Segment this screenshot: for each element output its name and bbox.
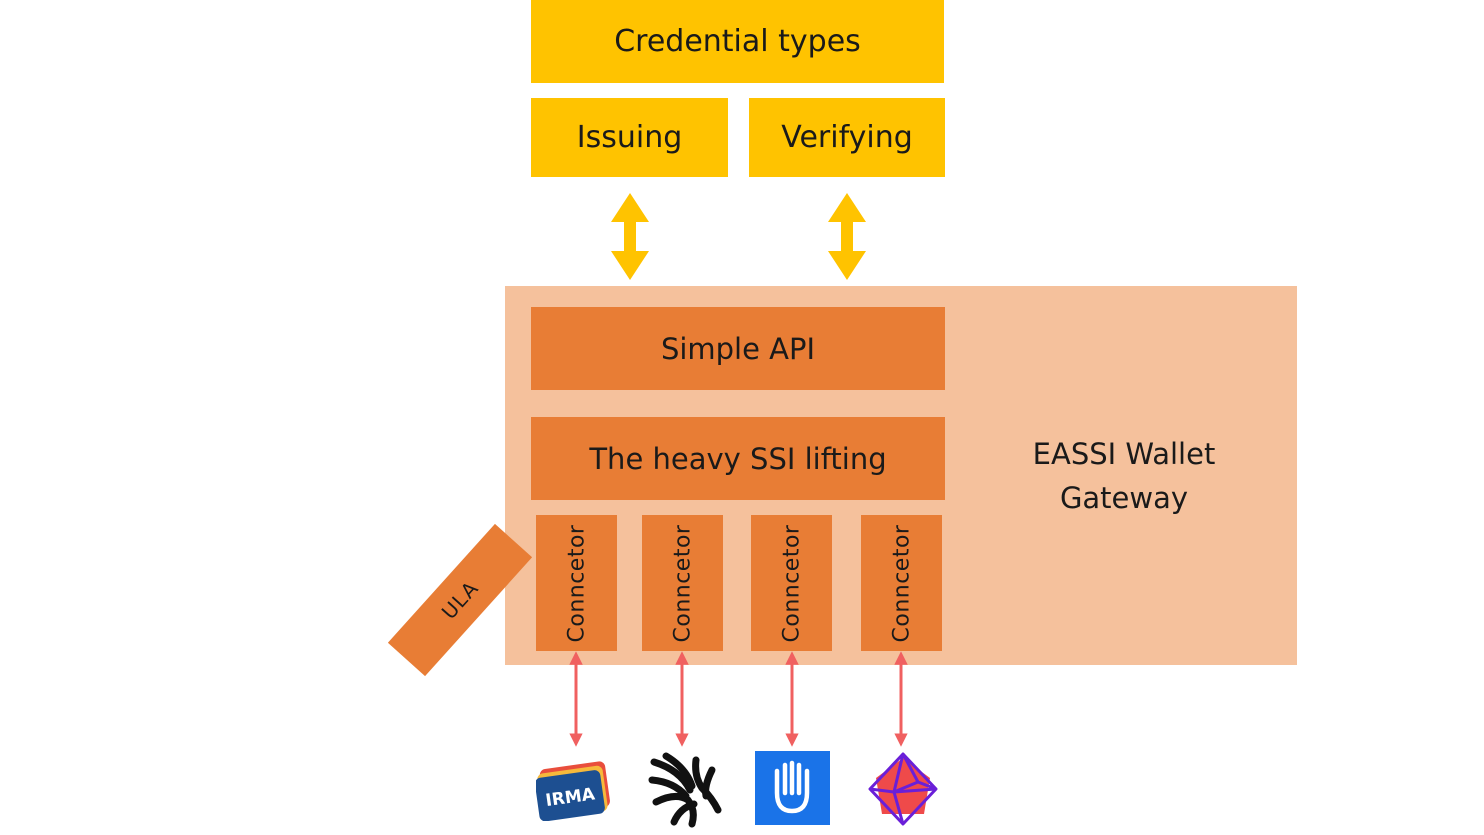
issuing-box: Issuing (531, 98, 728, 177)
issuing-double-arrow (611, 193, 649, 280)
blue-hand-logo-icon (755, 751, 830, 825)
irma-logo-icon: IRMA (536, 761, 610, 821)
issuing-label: Issuing (576, 120, 683, 155)
connector-box: Conncetor (642, 515, 723, 651)
black-swirl-logo-icon (648, 752, 722, 828)
connector-box: Conncetor (536, 515, 617, 651)
credential-types-box: Credential types (531, 0, 944, 83)
gateway-label: EASSI Wallet Gateway (1032, 437, 1216, 515)
credential-types-label: Credential types (614, 24, 861, 59)
connector-box: Conncetor (751, 515, 832, 651)
heavy-lifting-label: The heavy SSI lifting (589, 441, 887, 476)
verifying-label: Verifying (781, 120, 913, 155)
connector-box: Conncetor (861, 515, 942, 651)
verifying-double-arrow (828, 193, 866, 280)
simple-api-box: Simple API (531, 307, 945, 390)
polygon-gem-logo-icon (868, 752, 938, 826)
heavy-lifting-box: The heavy SSI lifting (531, 417, 945, 500)
verifying-box: Verifying (749, 98, 945, 177)
simple-api-label: Simple API (660, 331, 816, 366)
